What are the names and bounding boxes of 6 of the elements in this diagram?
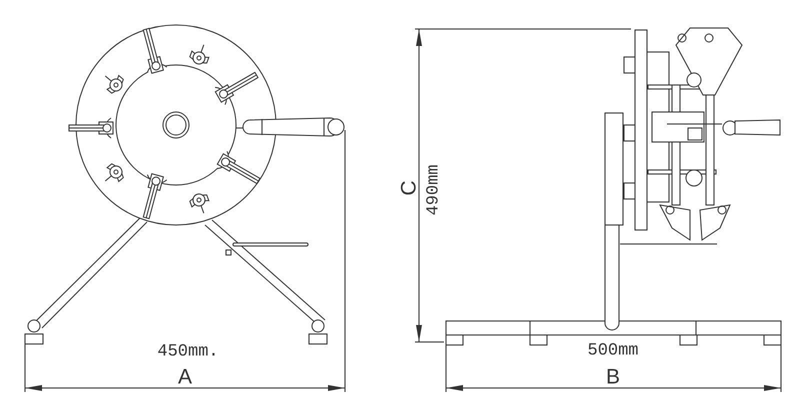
dimension-letter: C — [398, 180, 420, 196]
dimension-value: 490mm — [426, 164, 442, 216]
dimension-value: 450mm. — [157, 344, 219, 360]
dimension-value: 500mm — [588, 342, 638, 360]
dimension-letter: A — [178, 366, 192, 388]
dimension-letter: B — [606, 366, 620, 388]
